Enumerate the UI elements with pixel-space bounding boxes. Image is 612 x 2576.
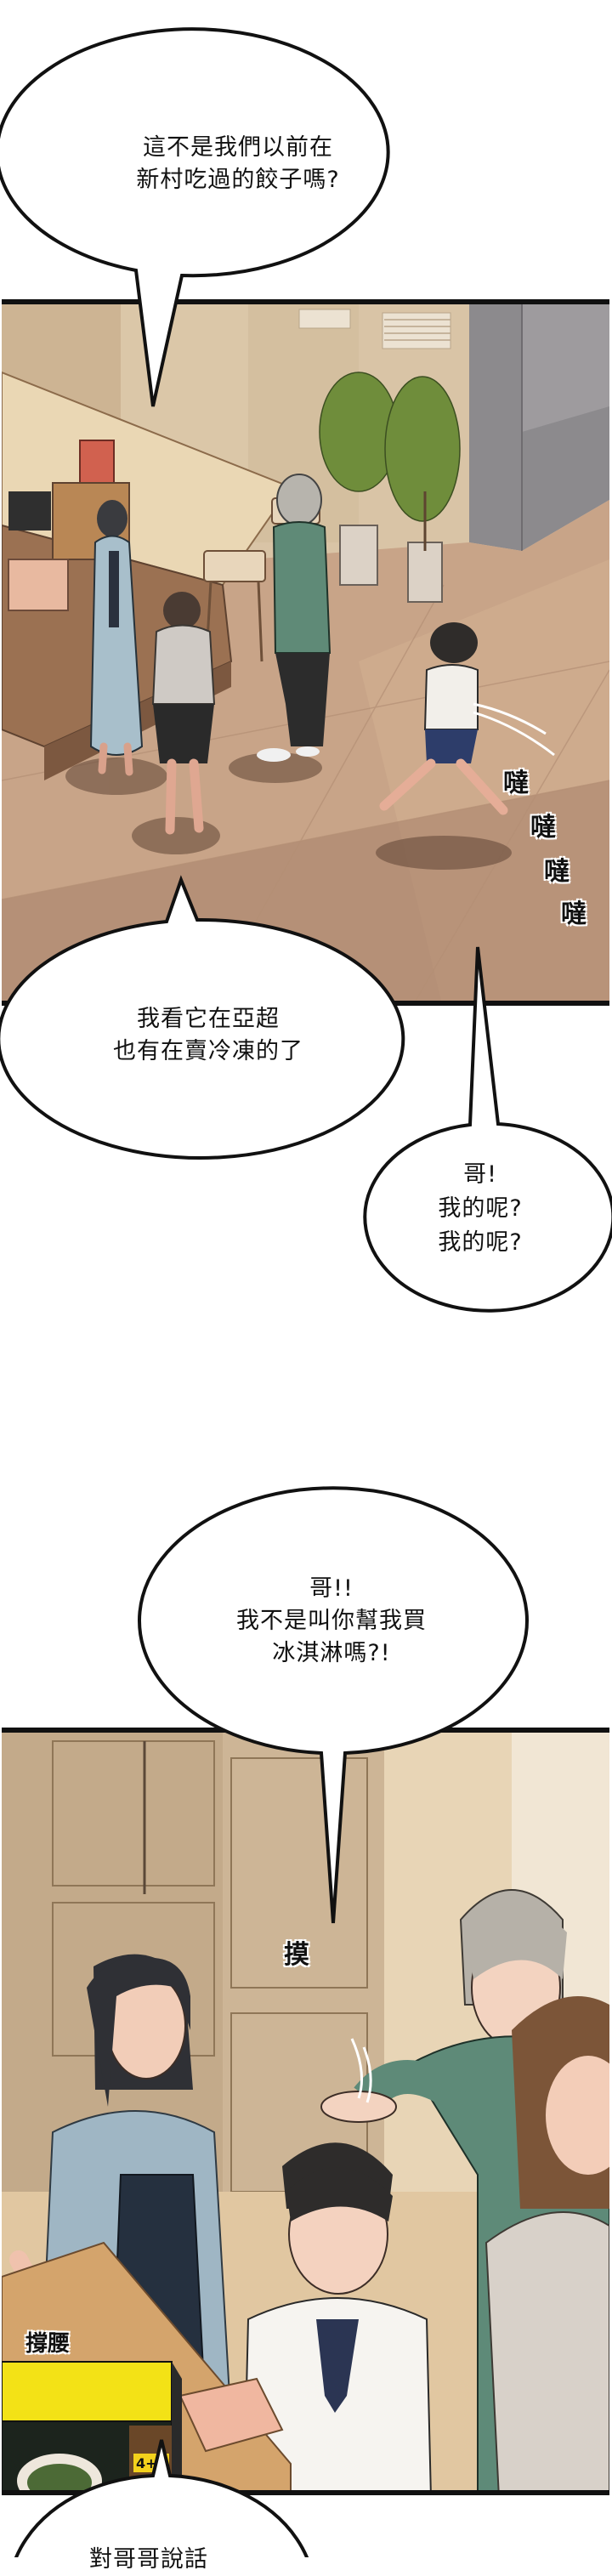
panel-2-art <box>2 1733 609 2490</box>
sfx-char-4: 噠 <box>561 899 586 929</box>
speech-bubble-3-text: 哥! 我的呢? 我的呢? <box>438 1161 523 1256</box>
sfx-pat: 摸 <box>284 1940 309 1970</box>
sfx-hand-on-hip: 撐腰 <box>26 2331 71 2357</box>
speech-bubble-5-text: 對哥哥說話 <box>89 2546 208 2573</box>
speech-bubble-2-text: 我看它在亞超 也有在賣冷凍的了 <box>113 1006 303 1064</box>
sfx-char-3: 噠 <box>544 857 570 887</box>
sfx-char-2: 噠 <box>530 813 556 843</box>
character-woman-apron <box>89 500 144 776</box>
character-boy-running <box>379 622 555 815</box>
panel-2: 摸 撐腰 4+1 <box>2 1728 609 2495</box>
sfx-char-1: 噠 <box>503 769 529 798</box>
panel-1: 噠 噠 噠 噠 <box>2 299 609 1006</box>
speech-bubble-4-text: 哥!! 我不是叫你幫我買 冰淇淋嗎?! <box>236 1575 427 1666</box>
panel-1-art <box>2 304 609 1001</box>
product-box-label: 4+1 <box>136 2455 167 2471</box>
character-woman-grey-top <box>484 1996 609 2490</box>
character-woman-grey-top <box>151 592 216 835</box>
speech-bubble-1-text: 這不是我們以前在 新村吃過的餃子嗎? <box>136 134 340 193</box>
character-man-green-sweater <box>257 474 332 762</box>
